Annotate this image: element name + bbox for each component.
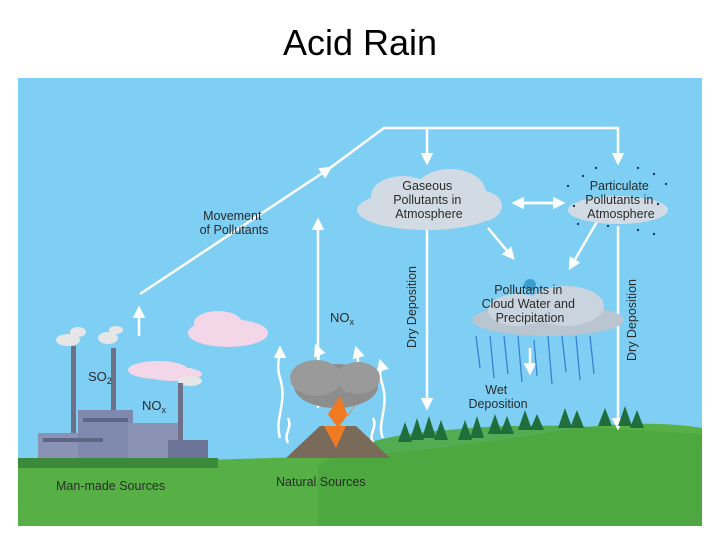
page-title: Acid Rain bbox=[0, 22, 720, 64]
dry-deposition-label-left: Dry Deposition bbox=[405, 266, 419, 348]
wet-deposition-label-line1: Wet bbox=[485, 383, 508, 397]
cloud-water-label-line2: Cloud Water and bbox=[482, 297, 575, 311]
factory-grass bbox=[18, 458, 218, 468]
cloud-water-label-line1: Pollutants in bbox=[494, 283, 562, 297]
factory-nox-label-main: NO bbox=[142, 398, 162, 413]
dry-deposition-label-right: Dry Deposition bbox=[625, 279, 639, 361]
movement-label-line2: of Pollutants bbox=[200, 223, 269, 237]
so2-label-main: SO bbox=[88, 369, 107, 384]
movement-label-line1: Movement bbox=[203, 209, 262, 223]
wet-deposition-label-line2: Deposition bbox=[468, 397, 527, 411]
gaseous-label-line3: Atmosphere bbox=[395, 207, 462, 221]
factory-nox-label-sub: x bbox=[162, 405, 167, 415]
cloud-water-label: Pollutants in Cloud Water and Precipitat… bbox=[482, 283, 579, 325]
nox-label-main: NO bbox=[330, 310, 350, 325]
movement-label: Movement of Pollutants bbox=[200, 209, 269, 237]
so2-label-sub: 2 bbox=[107, 376, 112, 386]
man-made-sources-label: Man-made Sources bbox=[56, 479, 165, 493]
gaseous-label-line1: Gaseous bbox=[402, 179, 452, 193]
nox-label-sub: x bbox=[350, 317, 355, 327]
cloud-water-label-line3: Precipitation bbox=[496, 311, 565, 325]
gaseous-label: Gaseous Pollutants in Atmosphere bbox=[393, 179, 465, 221]
particulate-label-line1: Particulate bbox=[590, 179, 649, 193]
natural-sources-label: Natural Sources bbox=[276, 475, 366, 489]
particulate-label-line3: Atmosphere bbox=[587, 207, 654, 221]
particulate-label-line2: Pollutants in bbox=[585, 193, 653, 207]
acid-rain-diagram: Movement of Pollutants Gaseous Pollutant… bbox=[18, 78, 702, 526]
gaseous-label-line2: Pollutants in bbox=[393, 193, 461, 207]
particulate-label: Particulate Pollutants in Atmosphere bbox=[585, 179, 657, 221]
